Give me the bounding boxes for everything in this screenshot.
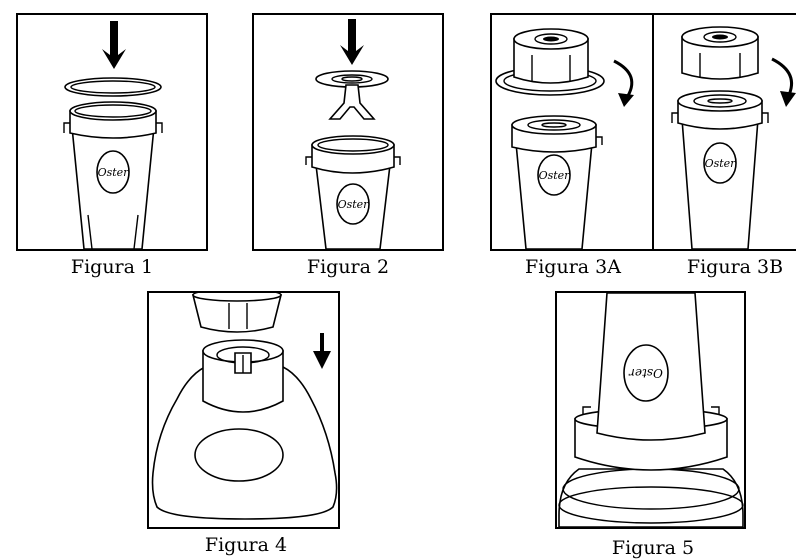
figure-1-panel: Oster — [16, 13, 208, 251]
oster-logo-oval — [97, 151, 129, 193]
figure-3a-illustration — [492, 15, 634, 249]
figure-2-illustration — [254, 19, 442, 249]
figure-5-illustration — [557, 293, 744, 527]
motor-base — [559, 469, 743, 527]
down-arrow-icon — [102, 21, 126, 69]
control-panel-oval — [195, 429, 283, 481]
oster-logo-oval — [704, 143, 736, 183]
figure-3b-illustration — [654, 15, 796, 249]
figure-1-illustration — [18, 21, 206, 249]
caption-figura-4: Figura 4 — [204, 534, 288, 556]
figure-3b-panel: Oster — [652, 13, 796, 251]
caption-figura-1: Figura 1 — [70, 256, 154, 278]
figure-3a-panel: Oster — [490, 13, 654, 251]
down-arrow-icon — [320, 333, 324, 361]
jar-assembly — [193, 295, 281, 332]
figure-5-panel: Oster — [555, 291, 746, 529]
oster-logo-oval — [624, 345, 668, 401]
caption-figura-3a: Figura 3A — [525, 256, 621, 278]
figure-4-panel — [147, 291, 340, 529]
caption-figura-5: Figura 5 — [611, 537, 695, 559]
down-arrow-icon — [340, 19, 364, 65]
base-collar — [682, 37, 758, 79]
oster-logo-oval — [538, 155, 570, 195]
figure-4-illustration — [149, 293, 338, 527]
oster-logo-oval — [337, 184, 369, 224]
caption-figura-3b: Figura 3B — [686, 256, 784, 278]
figure-2-panel: Oster — [252, 13, 444, 251]
blender-jar — [682, 119, 758, 249]
caption-figura-2: Figura 2 — [306, 256, 390, 278]
twist-arrow-icon — [614, 61, 632, 99]
